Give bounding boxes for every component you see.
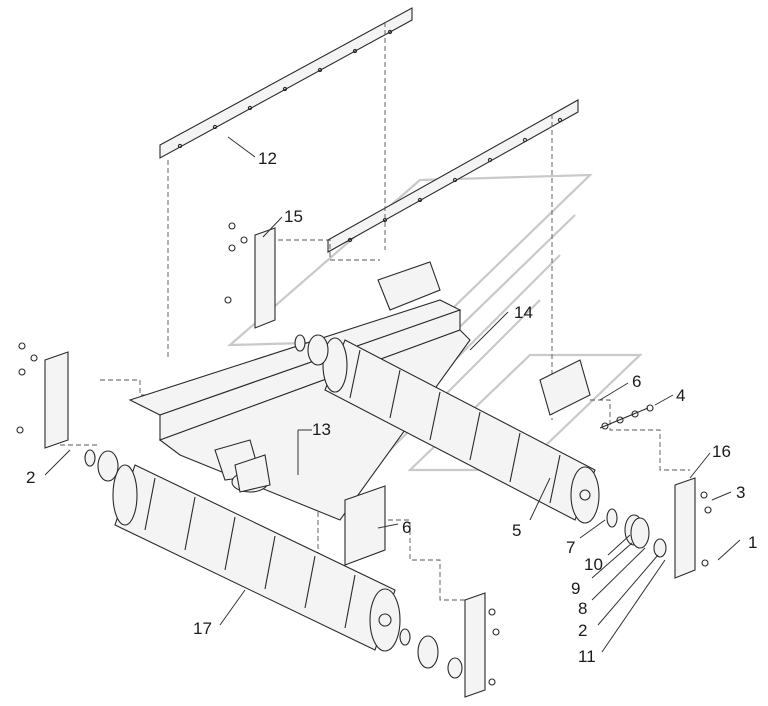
callout-7: 7	[566, 538, 575, 557]
callout-10: 10	[584, 555, 603, 574]
leader-lines	[44, 136, 741, 653]
bearing-stack-right	[606, 508, 667, 558]
knife-bar-12	[159, 7, 413, 159]
plate-lower-right	[464, 592, 500, 698]
side-plate-15	[224, 222, 276, 329]
bracket-6-lower	[344, 485, 386, 566]
callout-17: 17	[193, 619, 212, 638]
roller-rear-5	[322, 337, 600, 524]
bolts-right	[599, 404, 654, 430]
side-plate-left	[16, 342, 69, 449]
callout-4: 4	[676, 386, 685, 405]
callout-8: 8	[578, 599, 587, 618]
callout-15: 15	[284, 207, 303, 226]
callout-2-left: 2	[26, 468, 35, 487]
bearing-bracket-upper	[377, 261, 591, 416]
roller-front-17	[112, 464, 401, 652]
callout-12: 12	[258, 149, 277, 168]
callout-9: 9	[571, 579, 580, 598]
callout-6-lower: 6	[402, 518, 411, 537]
callout-14: 14	[514, 303, 533, 322]
mounting-plate-16	[674, 477, 712, 579]
callout-1: 1	[748, 533, 757, 552]
callout-13: 13	[312, 420, 331, 439]
knife-bar-rear	[327, 99, 579, 253]
callout-5: 5	[512, 521, 521, 540]
bearing-stack-left	[84, 334, 329, 482]
callout-16: 16	[712, 442, 731, 461]
callout-6-upper: 6	[632, 372, 641, 391]
callout-2-right: 2	[578, 621, 587, 640]
callout-3: 3	[736, 483, 745, 502]
bearing-stack-lower	[399, 628, 463, 679]
callout-11: 11	[578, 647, 596, 666]
